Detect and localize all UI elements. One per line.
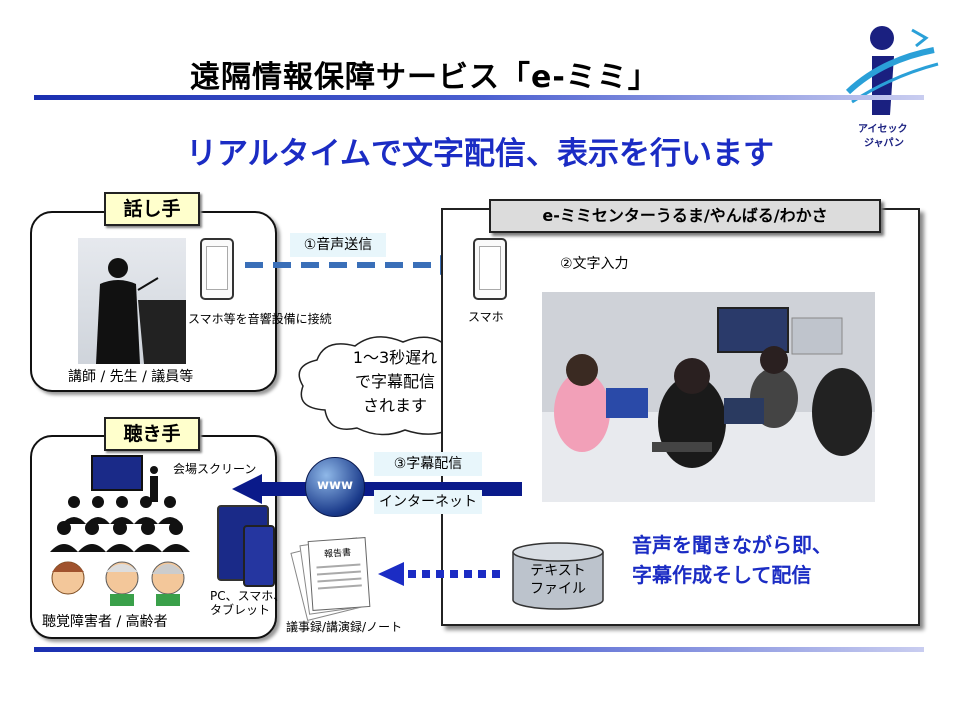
notes-caption: 議事録/講演録/ノート: [286, 620, 403, 634]
center-phone-caption: スマホ: [468, 310, 504, 324]
step2-label: ②文字入力: [560, 256, 629, 272]
cloud-text: 1～3秒遅れ で字幕配信 されます: [330, 346, 460, 418]
logo-text-2: ジャパン: [864, 138, 904, 149]
center-phone-icon: [473, 238, 507, 300]
cloud-line-2: で字幕配信: [354, 372, 435, 391]
www-globe-icon: www: [305, 457, 365, 517]
subtitle: リアルタイムで文字配信、表示を行います: [185, 136, 775, 172]
speaker-photo: [78, 238, 186, 364]
screen-caption: 会場スクリーン: [173, 462, 257, 476]
center-tag: e-ミミセンターうるま/やんばる/わかさ: [489, 199, 881, 233]
cloud-line-3: されます: [362, 396, 427, 415]
office-scene-illustration: [542, 292, 875, 502]
screen-icon: [91, 455, 143, 491]
smartphone-icon: [243, 525, 275, 587]
page-title: 遠隔情報保障サービス「e-ミミ」: [190, 60, 659, 95]
speaker-phone-icon: [200, 238, 234, 300]
text-file-arrow: [378, 562, 506, 586]
people-caption: 聴覚障害者 / 高齢者: [42, 614, 168, 630]
center-caption: 音声を聞きながら即、 字幕作成そして配信: [632, 530, 832, 590]
doc-label: 報告書: [323, 548, 352, 560]
i-figure-logo-icon: [845, 26, 939, 115]
step3-label: ③字幕配信: [374, 452, 482, 476]
speaker-silhouette-icon: [96, 258, 186, 364]
people-faces-icon: [51, 561, 185, 606]
listener-tag: 聴き手: [104, 417, 200, 451]
text-file-database-icon: テキスト ファイル: [512, 542, 604, 610]
center-caption-line-1: 音声を聞きながら即、: [632, 533, 832, 557]
step1-label: ①音声送信: [290, 233, 386, 257]
report-document-icon: 報告書: [284, 537, 374, 621]
db-line-2: ファイル: [530, 581, 586, 597]
cloud-line-1: 1～3秒遅れ: [352, 348, 438, 367]
center-caption-line-2: 字幕作成そして配信: [632, 563, 812, 587]
bottom-rule: [34, 647, 924, 652]
internet-label: インターネット: [374, 490, 482, 514]
device-caption-2: タブレット: [210, 603, 271, 617]
voice-send-arrow: [245, 255, 466, 275]
captioning-room-photo: [542, 292, 875, 502]
logo-text-1: アイセック: [858, 124, 908, 135]
www-text: www: [316, 478, 354, 493]
speaker-caption: 講師 / 先生 / 議員等: [68, 369, 194, 385]
audience-illustration: [50, 455, 190, 552]
speaker-tag: 話し手: [104, 192, 200, 226]
device-caption-1: PC、スマホ、: [210, 589, 286, 603]
speaker-phone-caption: スマホ等を音響設備に接続: [188, 312, 332, 326]
db-line-1: テキスト: [530, 563, 586, 579]
top-rule: [34, 95, 924, 100]
